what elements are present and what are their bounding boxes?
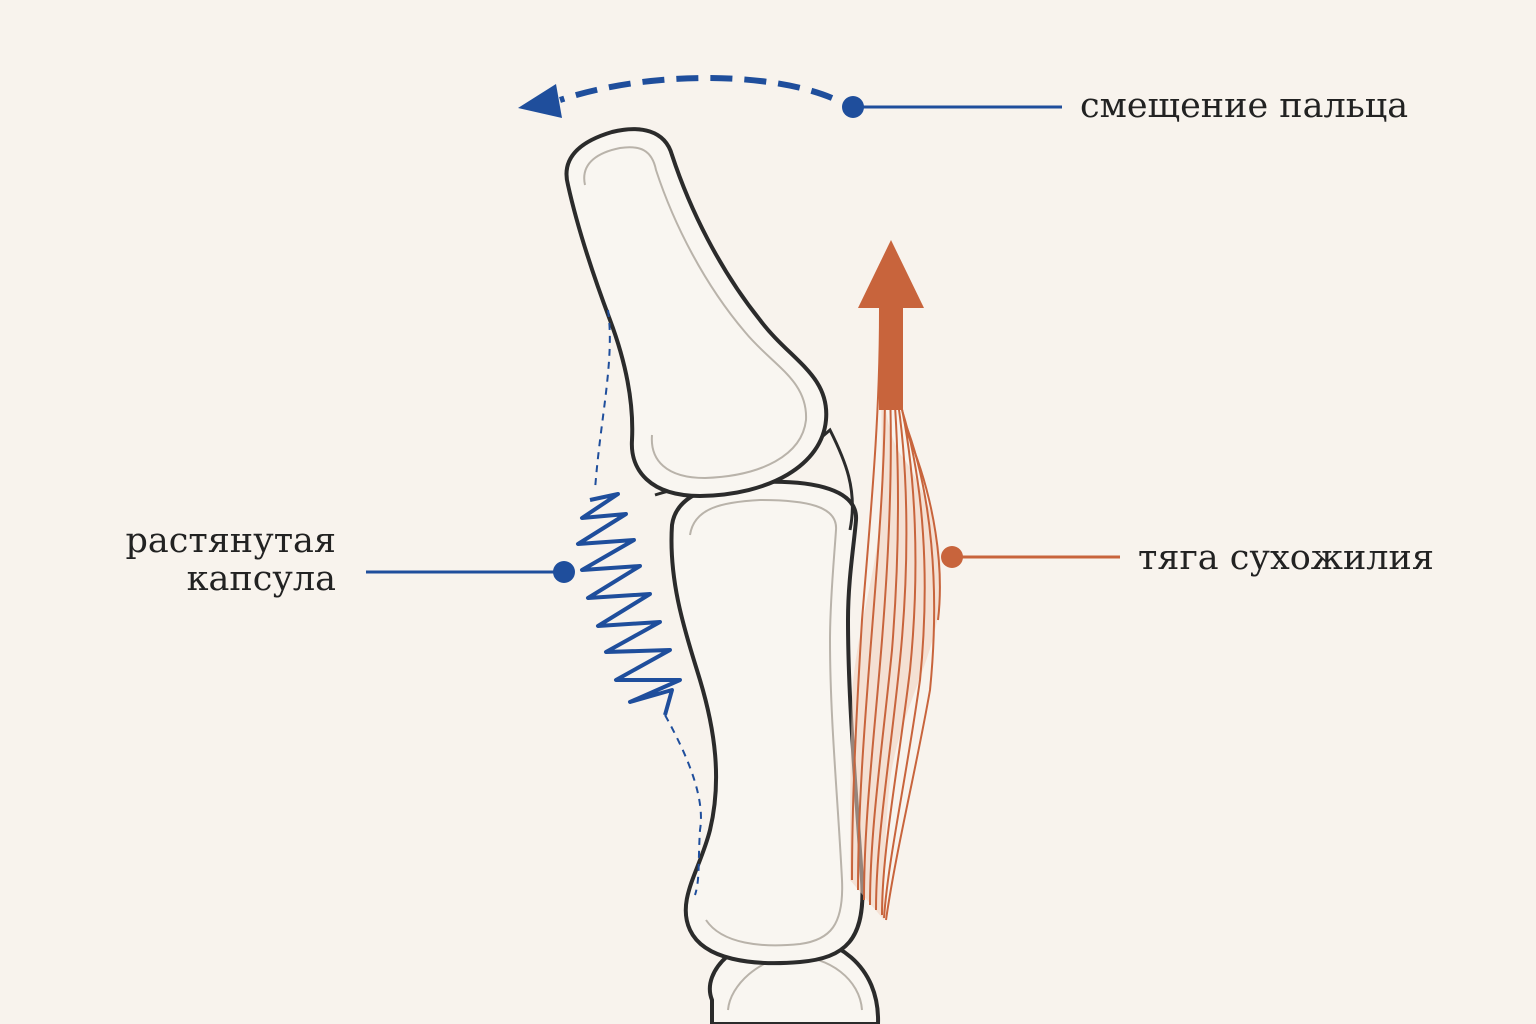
finger-shift-label: смещение пальца — [1080, 86, 1409, 126]
capsule-outline — [594, 309, 702, 896]
stretched-capsule-label: растянутая капсула — [125, 522, 336, 598]
capsule-leader — [366, 561, 575, 583]
upper-bone — [564, 127, 829, 499]
stretched-capsule-label-line1: растянутая — [125, 521, 336, 561]
finger-shift-leader — [842, 96, 1062, 118]
stretched-capsule-label-line2: капсула — [186, 559, 336, 599]
tendon-pull-leader — [941, 546, 1120, 568]
stretched-capsule-spring — [576, 492, 682, 716]
tendon-pull-label: тяга сухожилия — [1138, 538, 1434, 578]
tendon-pull-arrow — [858, 240, 924, 410]
finger-shift-arrow — [518, 75, 834, 118]
tendon — [850, 309, 941, 921]
middle-bone — [669, 479, 865, 966]
